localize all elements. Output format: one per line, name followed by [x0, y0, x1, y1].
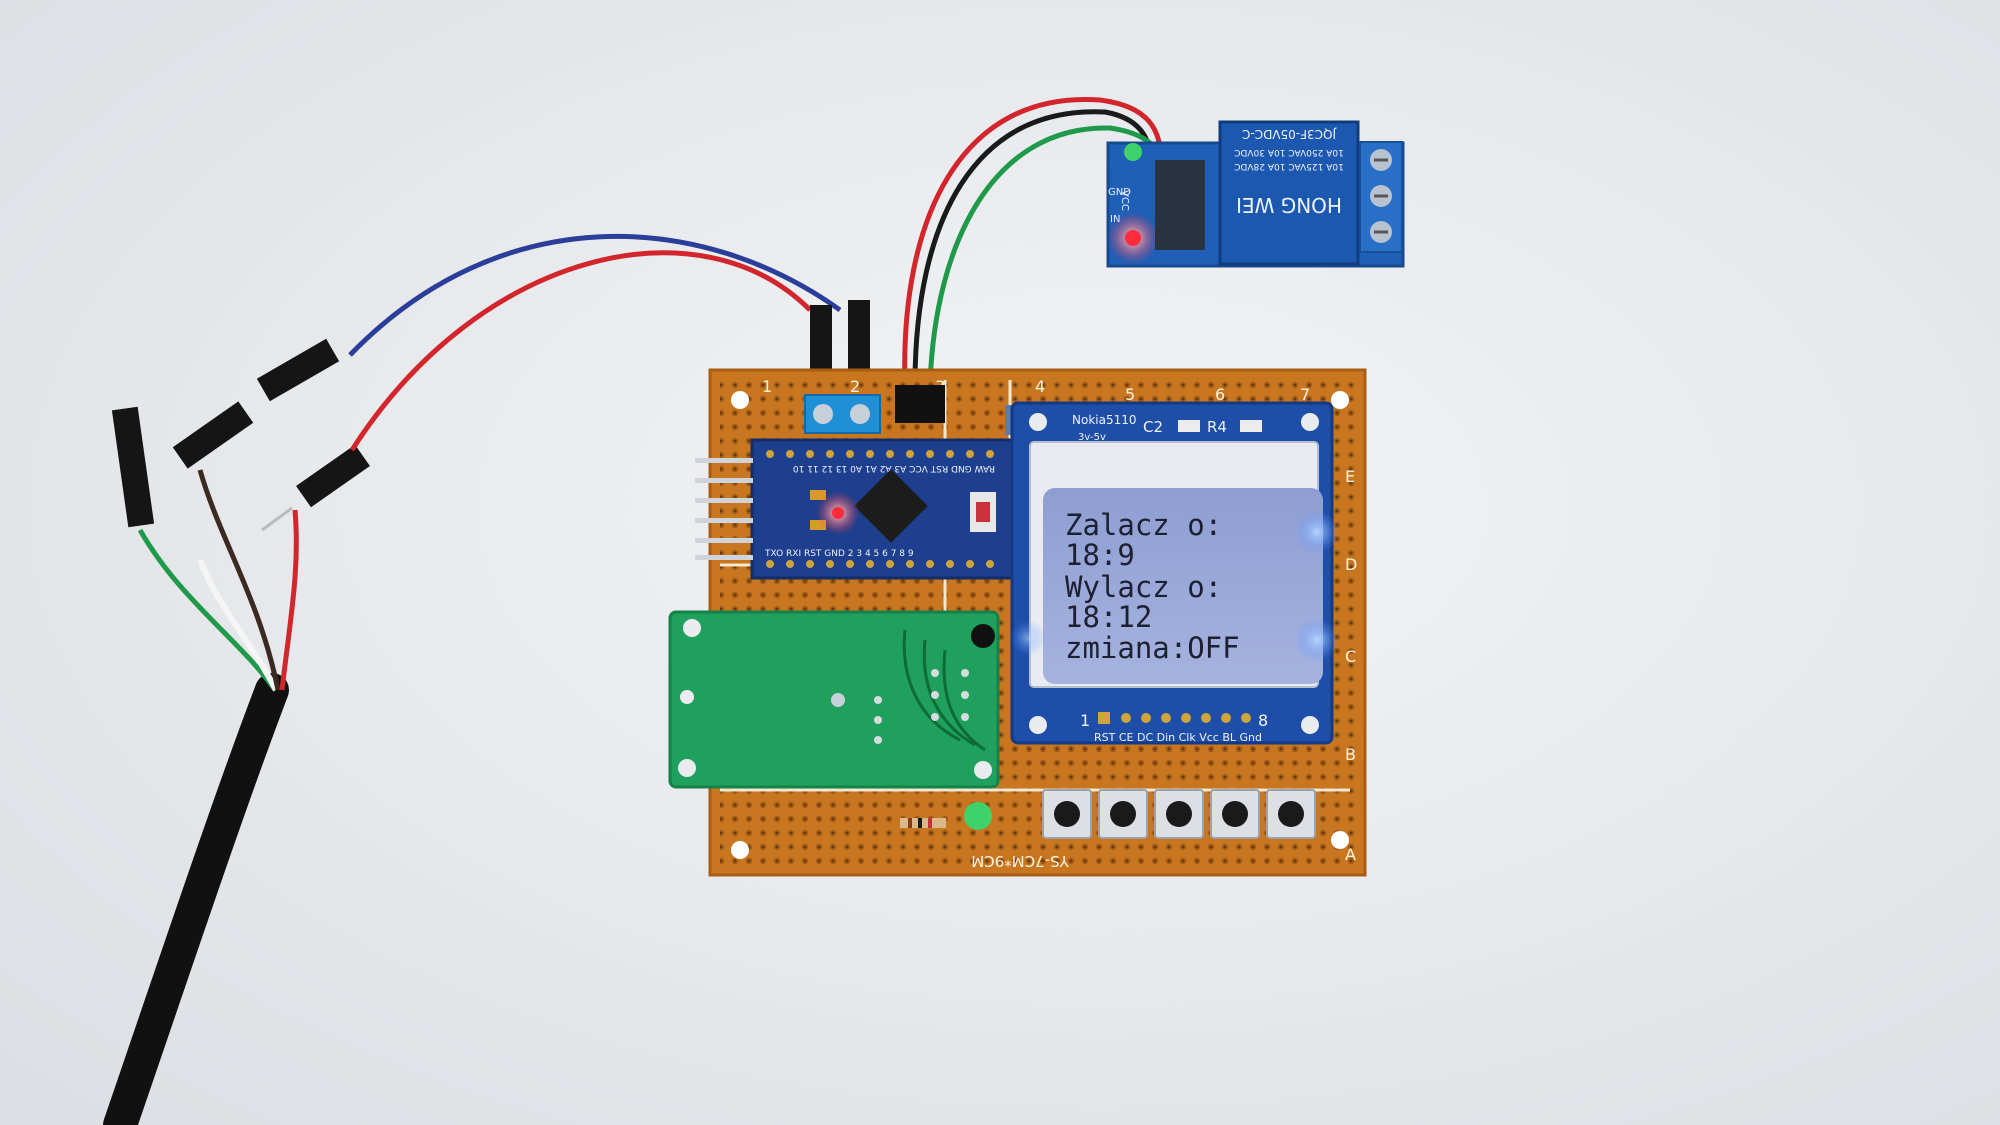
- lcd-line-1: Zalacz o:: [1065, 508, 1222, 542]
- relay-rating-text: 10A 250VAC 10A 30VDC: [1234, 147, 1344, 157]
- relay-brand-text: HONG WEI: [1236, 193, 1342, 217]
- relay-module: HONG WEI JQC3F-05VDC-C 10A 250VAC 10A 30…: [1106, 120, 1405, 268]
- relay-pin-vcc: VCC: [1119, 190, 1130, 211]
- nokia-5110-lcd-module: Nokia5110 3v-5v C2 R4 Zalacz o: 18:9 Wyl…: [1010, 401, 1339, 745]
- arduino-top-pin-labels: RAW GND RST VCC A3 A2 A1 A0 13 12 11 10: [793, 463, 995, 473]
- lcd-pin-end: 8: [1258, 711, 1268, 730]
- lcd-line-2: 18:9: [1065, 538, 1135, 572]
- microcontroller-chip: [854, 469, 928, 543]
- lcd-module-voltage: 3v-5v: [1078, 432, 1106, 443]
- arduino-bottom-pin-labels: TXO RXI RST GND 2 3 4 5 6 7 8 9: [764, 549, 914, 559]
- perfboard-col-number: 2: [850, 377, 860, 396]
- push-button[interactable]: [1210, 789, 1260, 839]
- lcd-line-4: 18:12: [1065, 600, 1152, 634]
- perfboard-col-number: 4: [1035, 377, 1045, 396]
- arduino-pro-mini: RAW GND RST VCC A3 A2 A1 A0 13 12 11 10 …: [695, 438, 1016, 580]
- perfboard-label: YS-7CM*9CM: [971, 852, 1070, 870]
- perfboard-col-number: 1: [762, 377, 772, 396]
- dupont-connector: [172, 401, 254, 469]
- relay-led-green: [1124, 143, 1142, 161]
- green-led: [964, 802, 992, 830]
- lcd-line-5: zmiana:OFF: [1065, 631, 1240, 665]
- dupont-connector: [296, 444, 370, 508]
- perfboard-row-letter: A: [1345, 845, 1356, 864]
- perfboard-row-letter: B: [1345, 745, 1356, 764]
- arduino-power-led: [832, 507, 844, 519]
- relay-pin-gnd: GND: [1108, 187, 1131, 198]
- lcd-module-name: Nokia5110: [1072, 413, 1137, 427]
- perfboard-row-letter: C: [1345, 647, 1356, 666]
- push-button[interactable]: [1266, 789, 1316, 839]
- push-button[interactable]: [1042, 789, 1092, 839]
- relay-rating-text: 10A 125VAC 10A 28VDC: [1234, 161, 1344, 171]
- dupont-connector: [256, 338, 340, 402]
- lcd-pin-start: 1: [1080, 711, 1090, 730]
- push-buttons: [1042, 789, 1316, 839]
- push-button[interactable]: [1154, 789, 1204, 839]
- perfboard-col-number: 6: [1215, 385, 1225, 404]
- perfboard-row-letter: D: [1345, 555, 1357, 574]
- rtc-module: [668, 610, 1000, 789]
- lcd-module-c2: C2: [1143, 418, 1163, 436]
- relay-led-red: [1125, 230, 1141, 246]
- lcd-line-3: Wylacz o:: [1065, 570, 1222, 604]
- cable-bundle: [103, 338, 370, 1125]
- perfboard-row-letter: E: [1345, 467, 1355, 486]
- lcd-screen: [1043, 488, 1323, 684]
- lcd-module-r4: R4: [1207, 418, 1227, 436]
- status-led-area: [900, 802, 992, 830]
- dupont-connector: [111, 406, 155, 528]
- push-button[interactable]: [1098, 789, 1148, 839]
- lcd-pin-labels: RST CE DC Din Clk Vcc BL Gnd: [1094, 731, 1262, 744]
- perfboard-col-number: 7: [1300, 385, 1310, 404]
- relay-model-text: JQC3F-05VDC-C: [1242, 127, 1337, 141]
- perfboard-col-number: 5: [1125, 385, 1135, 404]
